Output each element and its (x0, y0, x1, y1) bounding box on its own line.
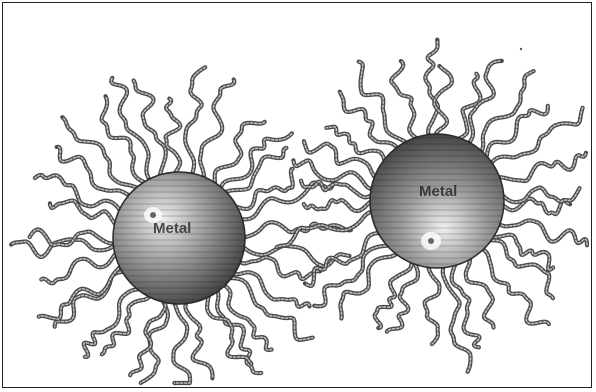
nanoparticle-diagram: Metal Metal (3, 3, 593, 389)
speck (520, 48, 522, 50)
left-particle: Metal (113, 172, 245, 304)
left-ligand-chain (11, 239, 115, 257)
right-ligand-texture (314, 245, 389, 306)
right-ligand-chain (425, 266, 440, 345)
figure-frame: Metal Metal (2, 2, 592, 388)
right-ligand-chain (425, 40, 438, 137)
left-core-label: Metal (153, 220, 191, 237)
left-ligand-texture (39, 266, 121, 319)
left-ligand-chain (232, 272, 310, 307)
right-core-center-dot (428, 238, 434, 244)
left-ligand-chain (229, 278, 313, 340)
left-ligand-chain (102, 296, 151, 355)
right-particle: Metal (370, 134, 504, 268)
right-ligand-texture (482, 248, 549, 324)
left-ligand-chain (57, 147, 131, 196)
left-ligand-chain (39, 266, 121, 319)
right-ligand-chain (486, 106, 548, 159)
right-core-label: Metal (419, 183, 457, 200)
right-ligand-chain (482, 248, 549, 324)
left-ligand-chain (41, 252, 116, 283)
right-ligand-chain (391, 61, 417, 139)
left-ligand-texture (229, 278, 313, 340)
left-core-center-dot (150, 212, 156, 218)
left-ligand-chain (220, 133, 292, 189)
left-core-texture (113, 172, 245, 304)
left-ligand-chain (130, 300, 165, 375)
